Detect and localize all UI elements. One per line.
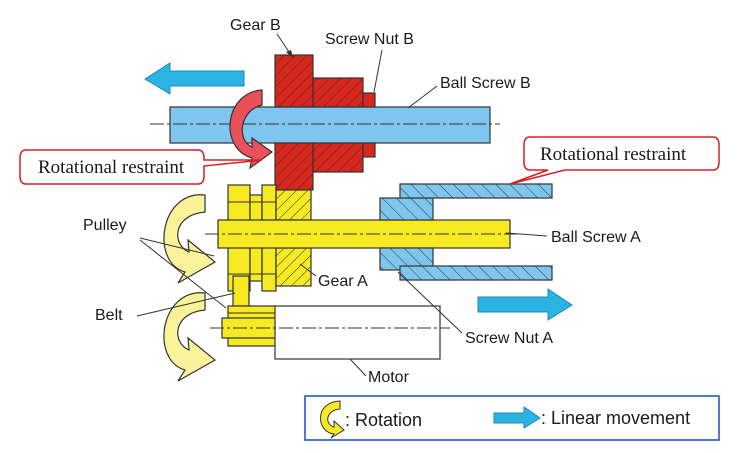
- rot-restraint-left-label: Rotational restraint: [38, 157, 185, 178]
- pulley-leader-1: [139, 237, 215, 257]
- ball-screw-b-shaft: [169, 106, 491, 144]
- ball-screw-a-leader: [505, 232, 548, 237]
- pulley-label: Pulley: [83, 217, 127, 234]
- callout-left-box: [19, 149, 263, 185]
- motor-body: [274, 305, 441, 360]
- rotation-arrow-upper: [163, 194, 217, 284]
- rotation-arrow-red: [229, 89, 274, 170]
- ball-screw-b-label: Ball Screw B: [440, 75, 531, 92]
- belt-label: Belt: [95, 307, 123, 324]
- gear-b: [274, 54, 314, 191]
- linear-arrow-right: [477, 288, 573, 321]
- ball-screw-b-leader: [407, 85, 438, 109]
- belt-leader: [136, 292, 236, 317]
- screw-nut-b: [312, 77, 376, 173]
- legend-linear-label: : Linear movement: [541, 408, 690, 428]
- rotation-arrow-lower: [163, 292, 217, 382]
- gear-a-leader: [299, 263, 317, 277]
- lower-pulley: [221, 305, 283, 347]
- legend-rotation-label: : Rotation: [345, 410, 422, 430]
- callout-right-box: [509, 136, 720, 185]
- linear-arrow-left: [144, 62, 245, 95]
- screw-nut-b-leader: [373, 49, 383, 93]
- gear-b-label: Gear B: [230, 17, 281, 34]
- pulley-leader-2: [139, 239, 227, 309]
- motor-leader: [349, 358, 367, 377]
- legend-rotation-icon: [320, 400, 345, 439]
- screw-nut-a: [379, 183, 553, 281]
- legend-box: [304, 395, 720, 441]
- rot-restraint-right-label: Rotational restraint: [540, 144, 687, 165]
- legend-linear-icon: [493, 406, 541, 429]
- motor-label: Motor: [368, 369, 410, 386]
- screw-nut-b-label: Screw Nut B: [325, 31, 414, 48]
- screw-nut-a-label: Screw Nut A: [465, 330, 553, 347]
- ball-screw-a-label: Ball Screw A: [551, 229, 641, 246]
- gear-a-label: Gear A: [318, 273, 368, 290]
- belt: [232, 275, 250, 307]
- screw-nut-a-leader: [397, 271, 463, 334]
